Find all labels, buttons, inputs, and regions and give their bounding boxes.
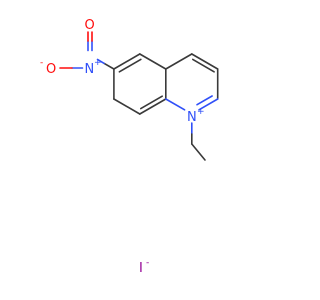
counter-ion-iodide: I — [139, 261, 143, 276]
structure-canvas: O N + O - N + I - — [40, 18, 219, 276]
bond-c2-n1 — [198, 98, 219, 111]
bond-c7-c8 — [113, 98, 141, 115]
bond-c4-c3 — [191, 53, 219, 70]
bond-methyl — [191, 143, 206, 161]
bond-c8-c8a-inner — [140, 95, 163, 110]
counter-ion-charge: - — [146, 258, 149, 268]
oxygen-minus-charge: - — [40, 58, 43, 68]
bond-c6-nitro-b — [96, 58, 105, 65]
atom-oxygen-double: O — [85, 18, 95, 33]
bond-c4a-c5 — [139, 53, 167, 70]
bond-c4a-c4 — [165, 53, 193, 70]
bond-c5-c6 — [113, 53, 141, 70]
atom-ring-nitrogen: N — [187, 110, 197, 125]
molecule-diagram: O N + O - N + I - — [40, 18, 219, 276]
nitro-nitrogen-charge: + — [94, 58, 102, 68]
ring-nitrogen-charge: + — [197, 107, 205, 117]
bond-c2-n1-inner — [196, 95, 213, 106]
bond-c5-c6-inner — [118, 58, 142, 73]
bond-c8-c8a — [139, 98, 167, 115]
bond-c6-nitro-a — [103, 62, 115, 70]
atom-nitro-nitrogen: N — [85, 62, 95, 77]
bond-c4-c3-inner — [192, 58, 215, 73]
bond-n1-c8a — [165, 98, 186, 111]
atom-oxygen-minus: O — [46, 62, 56, 77]
